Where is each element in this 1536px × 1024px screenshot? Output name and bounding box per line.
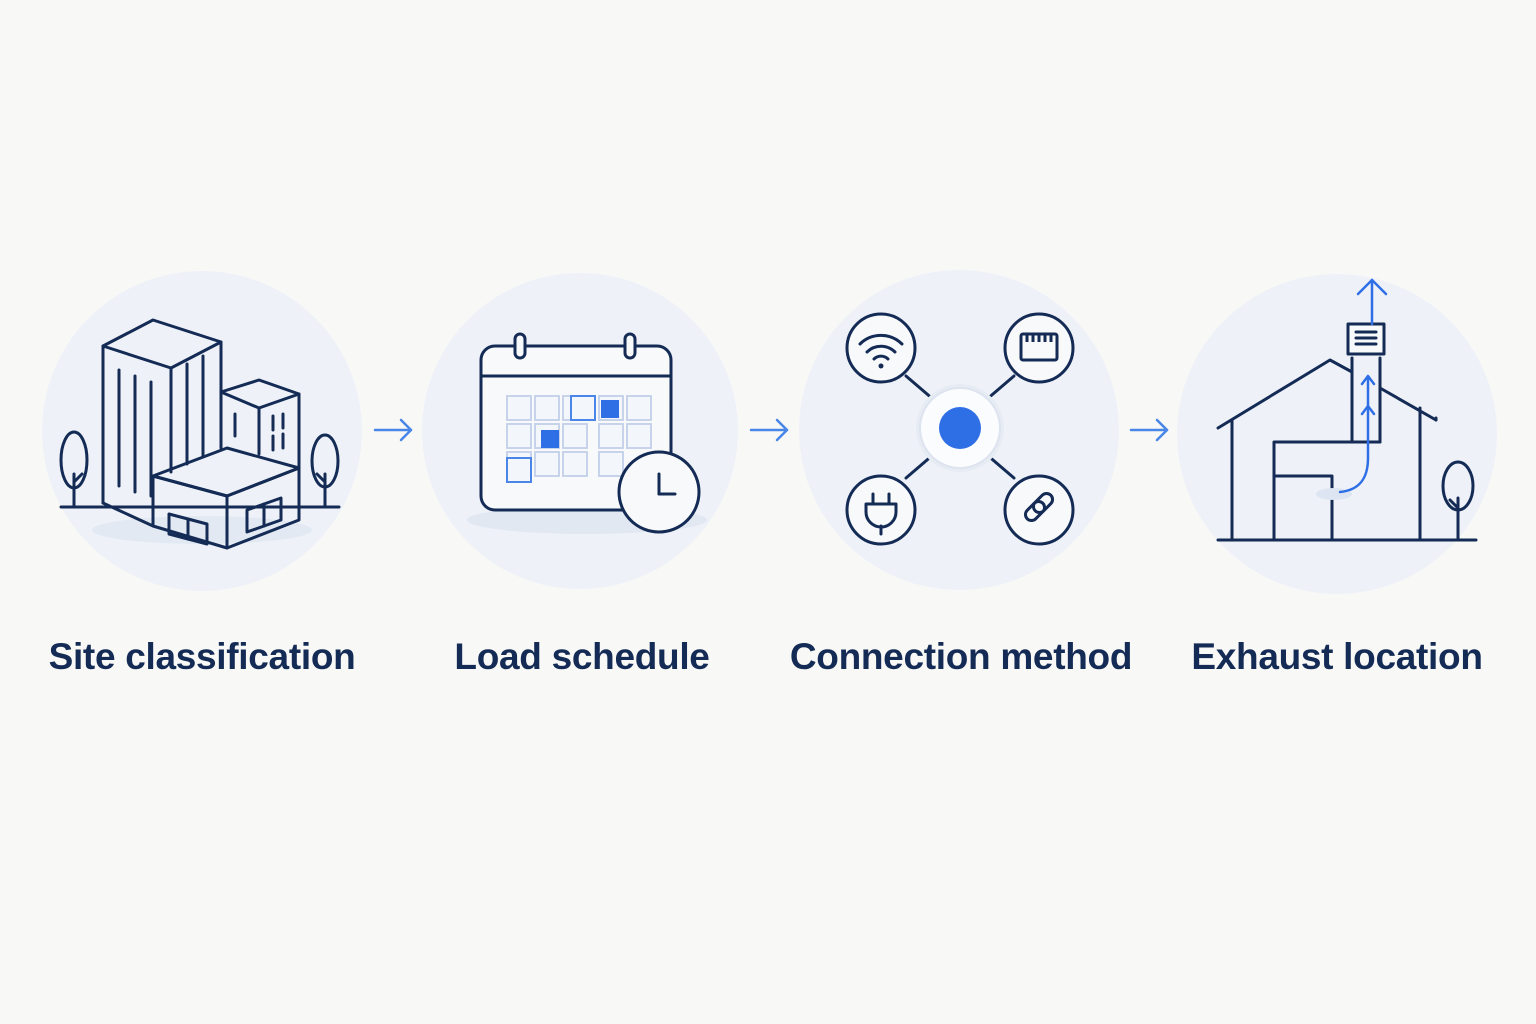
arrow-right-icon	[373, 418, 413, 442]
step-connection-method: Connection method	[790, 268, 1132, 688]
house-exhaust-icon	[1177, 274, 1497, 594]
arrow-right-icon	[1129, 418, 1169, 442]
ethernet-port-icon	[1003, 312, 1075, 384]
step-label: Load schedule	[454, 636, 710, 677]
arrow-right-icon	[749, 418, 789, 442]
buildings-icon	[42, 271, 362, 591]
step-label: Exhaust location	[1191, 636, 1483, 677]
step-site-classification: Site classification	[37, 268, 367, 688]
plug-icon	[845, 474, 917, 546]
step-exhaust-location: Exhaust location	[1172, 268, 1502, 688]
wifi-icon	[845, 312, 917, 384]
step-label: Site classification	[48, 636, 356, 677]
step-load-schedule: Load schedule	[417, 268, 747, 688]
connection-hub-icon	[799, 270, 1119, 590]
calendar-clock-icon	[422, 273, 738, 589]
link-icon	[1003, 474, 1075, 546]
step-label: Connection method	[789, 636, 1133, 677]
